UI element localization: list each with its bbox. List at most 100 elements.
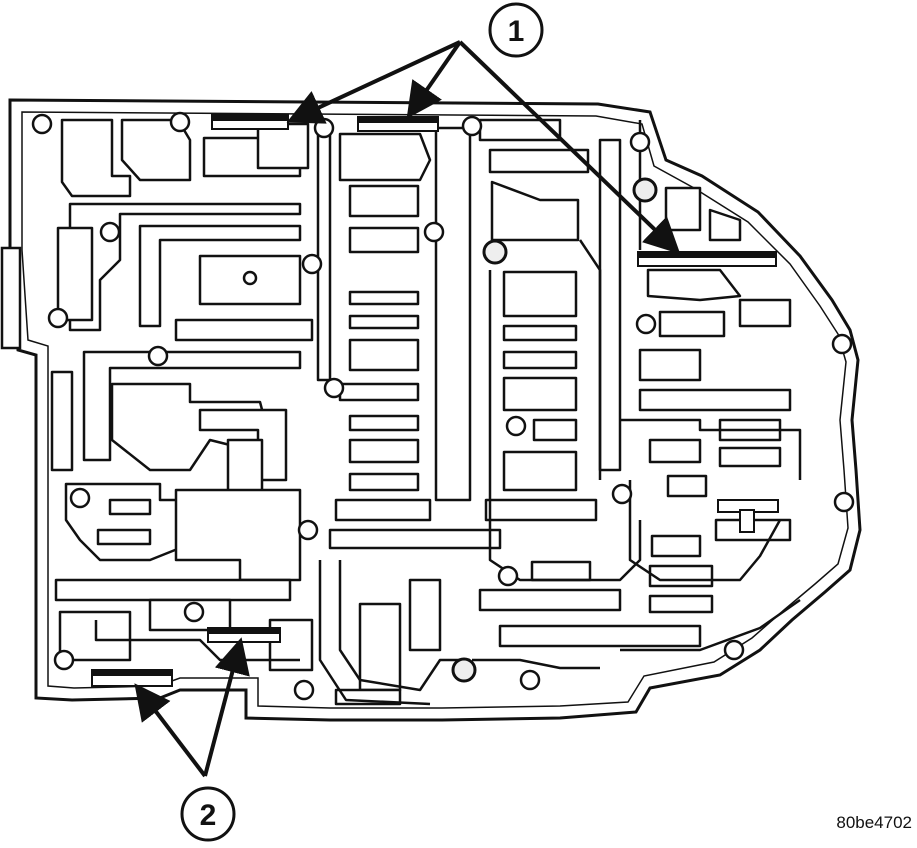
fluid-passage	[502, 350, 578, 370]
fluid-passage	[348, 472, 420, 492]
serpentine-passage	[620, 598, 801, 652]
fluid-passage	[598, 138, 622, 472]
serpentine-passage	[620, 418, 802, 480]
fluid-passage	[498, 624, 702, 648]
bolt-hole	[53, 649, 75, 671]
fluid-passage	[358, 602, 402, 692]
check-balls	[451, 177, 658, 683]
fluid-passage	[708, 208, 742, 242]
fluid-passage	[348, 438, 420, 464]
bolt-hole	[497, 565, 519, 587]
fluid-passage	[664, 186, 702, 232]
bolt-hole	[69, 487, 91, 509]
fluid-passage	[348, 290, 420, 306]
fluid-passage	[502, 324, 578, 342]
fluid-passage	[488, 148, 590, 174]
fluid-passage	[648, 564, 714, 588]
leader-line	[458, 40, 681, 255]
fluid-passage	[502, 270, 578, 318]
callout-number: 2	[200, 799, 217, 832]
leader-line	[203, 637, 250, 777]
fluid-passage	[638, 348, 702, 382]
bolt-hole	[301, 253, 323, 275]
bolt-hole	[293, 679, 315, 701]
serpentine-passage	[338, 560, 470, 692]
fluid-passage	[316, 122, 332, 382]
serpentine-passage	[578, 239, 602, 480]
fluid-passage	[408, 578, 442, 652]
fluid-passage	[478, 588, 622, 612]
fluid-passage	[650, 534, 702, 558]
filter-screen-item1-c	[637, 251, 777, 267]
fluid-passages	[50, 118, 792, 706]
fluid-passage	[530, 560, 592, 582]
filter-screen-item1-a	[211, 114, 289, 130]
bolt-hole	[297, 519, 319, 541]
callout-1: 1	[286, 2, 681, 255]
fluid-passage	[666, 474, 708, 498]
fluid-passage	[256, 122, 310, 170]
fluid-passage	[478, 118, 562, 142]
bolt-hole	[833, 491, 855, 513]
bolt-hole	[723, 639, 745, 661]
fluid-passage	[738, 298, 792, 328]
bolt-hole	[635, 313, 657, 335]
bolt-hole	[147, 345, 169, 367]
bolt-hole	[423, 221, 445, 243]
bolt-hole	[99, 221, 121, 243]
valve-body-plate-inner-edge	[21, 111, 849, 709]
callout-circle	[180, 786, 236, 842]
check-ball	[451, 657, 477, 683]
fluid-passage	[532, 418, 578, 442]
bolt-hole	[313, 117, 335, 139]
callout-circle	[488, 2, 544, 58]
bolt-hole	[519, 669, 541, 691]
fluid-passage	[484, 498, 598, 522]
fluid-passage	[646, 268, 742, 302]
bolt-hole	[31, 113, 53, 135]
fluid-passage	[348, 338, 420, 372]
fluid-passage	[54, 578, 292, 602]
fluid-passage	[50, 370, 74, 472]
fluid-passage	[348, 314, 420, 330]
bolt-hole	[629, 131, 651, 153]
fluid-passage	[96, 528, 152, 546]
fluid-passage	[174, 318, 314, 342]
fluid-passage	[638, 388, 792, 412]
fluid-passage	[348, 184, 420, 218]
t-fitting	[717, 499, 779, 533]
serpentine-passage	[472, 658, 600, 670]
fluid-passage	[108, 498, 152, 516]
figure-code: 80be4702	[836, 813, 912, 832]
left-mounting-tab	[0, 246, 22, 350]
fluid-passage	[648, 594, 714, 614]
fluid-passage	[56, 226, 94, 322]
fluid-passage	[328, 528, 502, 550]
bolt-hole	[323, 377, 345, 399]
filter-screen-item2-a	[207, 627, 281, 643]
fluid-passage	[648, 438, 702, 464]
bolt-hole	[611, 483, 633, 505]
serpentine-passage	[628, 480, 782, 582]
fluid-passage	[718, 446, 782, 468]
callout-number: 1	[508, 15, 525, 48]
filter-screen-item1-b	[357, 116, 439, 132]
bolt-hole	[183, 601, 205, 623]
fluid-passage	[60, 118, 132, 198]
bolt-hole	[461, 115, 483, 137]
fluid-passage	[82, 350, 302, 462]
fluid-passage	[658, 310, 726, 338]
bolt-hole	[831, 333, 853, 355]
check-ball	[482, 239, 508, 265]
filter-screens	[91, 114, 779, 687]
callout-2: 2	[134, 637, 250, 842]
leader-line	[134, 683, 207, 778]
fluid-passage	[502, 376, 578, 412]
fluid-passage	[502, 450, 578, 492]
fluid-passage	[490, 180, 580, 242]
leader-line	[286, 40, 461, 124]
fluid-passage	[138, 224, 302, 328]
check-ball	[632, 177, 658, 203]
